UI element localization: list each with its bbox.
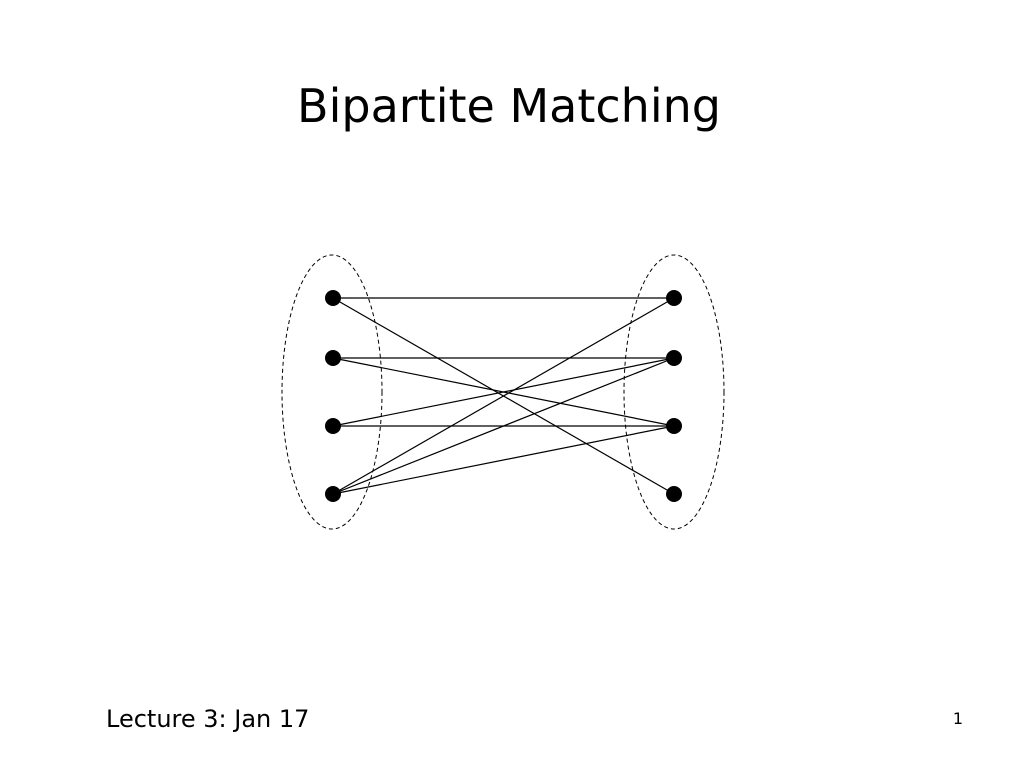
graph-edges — [332, 297, 675, 495]
right-node-2 — [666, 350, 682, 366]
partition-outlines — [281, 254, 725, 530]
edge-l4-r1 — [332, 297, 675, 495]
edge-l3-r2 — [332, 357, 675, 427]
left-partition-outline — [281, 254, 383, 530]
left-node-4 — [325, 486, 341, 502]
slide-title: Bipartite Matching — [297, 79, 721, 133]
right-node-3 — [666, 418, 682, 434]
right-partition-outline — [623, 254, 725, 530]
right-node-4 — [666, 486, 682, 502]
left-node-2 — [325, 350, 341, 366]
left-node-1 — [325, 290, 341, 306]
right-node-1 — [666, 290, 682, 306]
left-node-3 — [325, 418, 341, 434]
page-number: 1 — [952, 709, 964, 728]
lecture-footer: Lecture 3: Jan 17 — [106, 705, 310, 733]
edge-l4-r2 — [332, 357, 675, 495]
edge-l4-r3 — [332, 425, 675, 495]
graph-nodes — [325, 290, 682, 502]
